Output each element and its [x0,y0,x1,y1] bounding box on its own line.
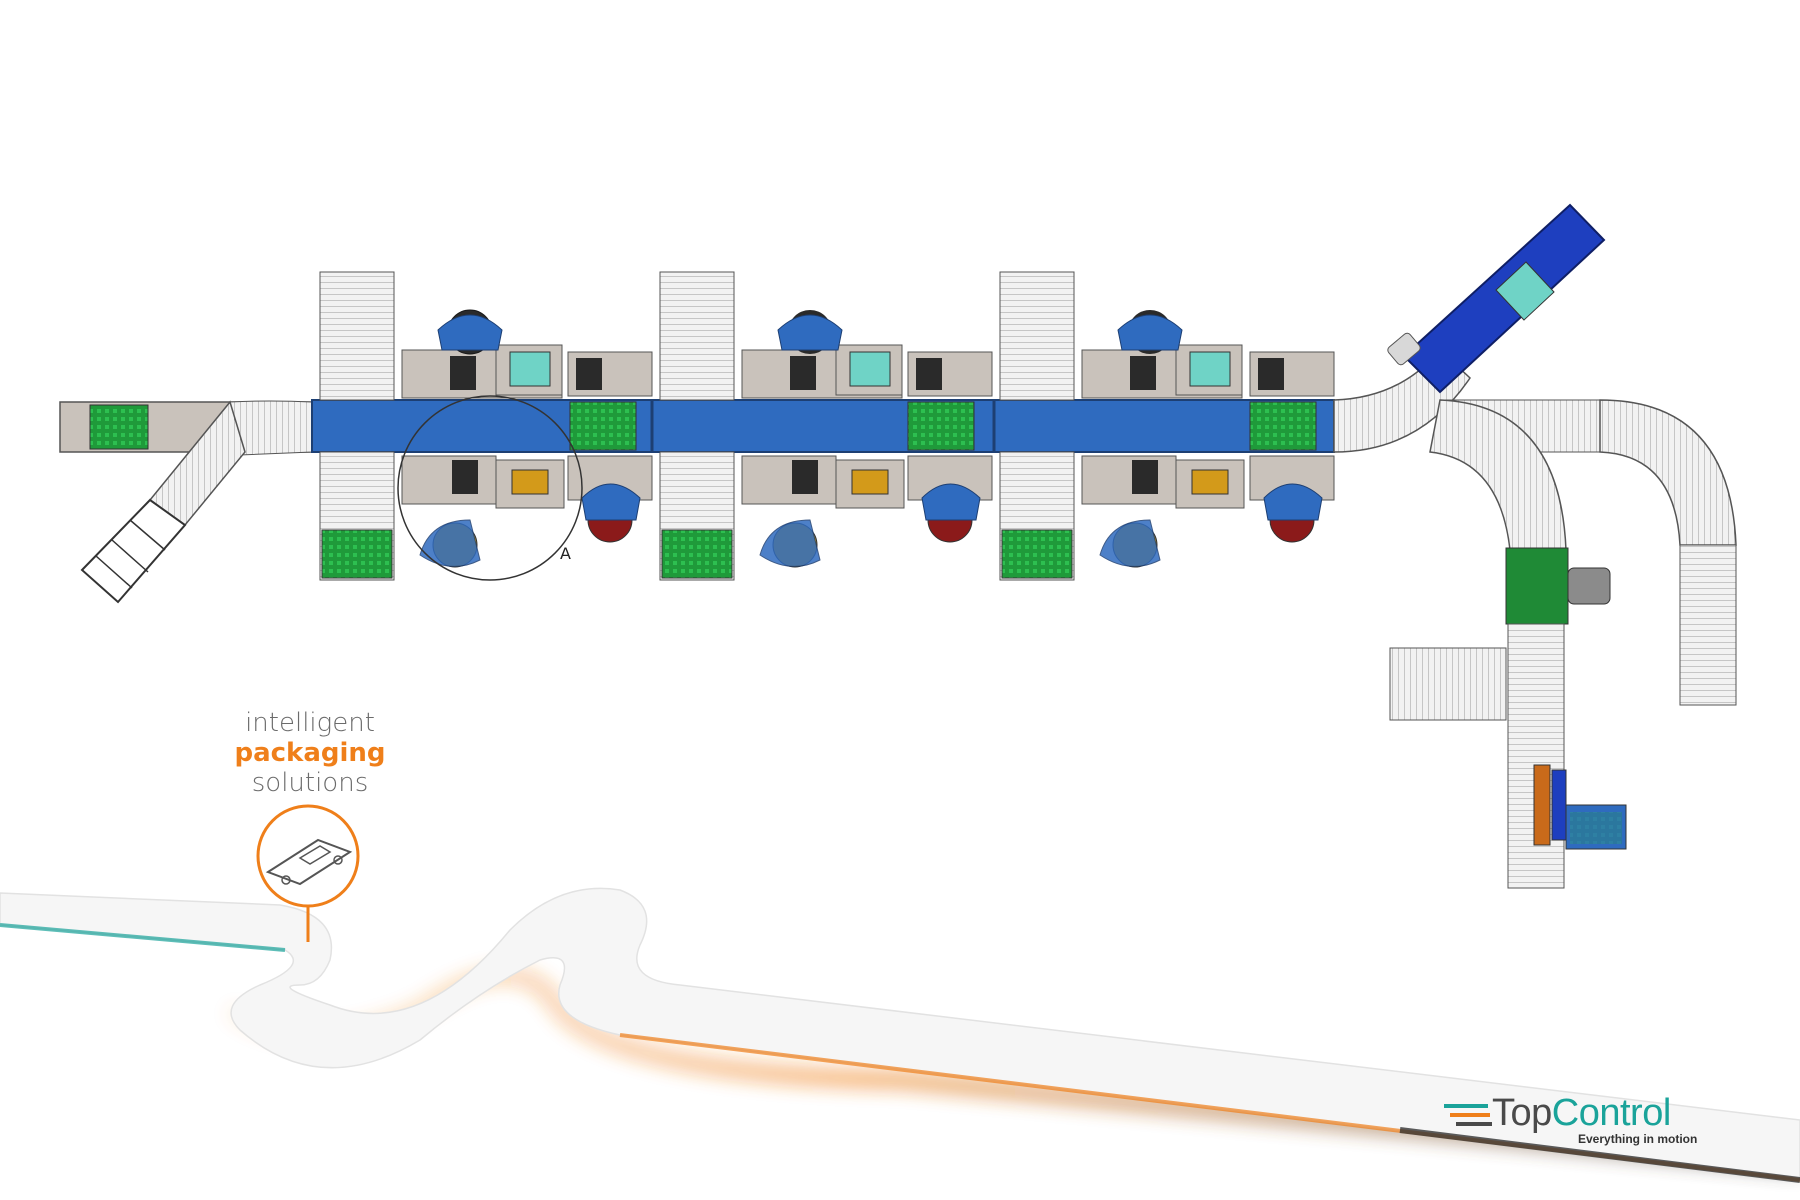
infeed-section [59,400,313,604]
outfeed-section [1333,203,1737,889]
tagline-line-1: intelligent [245,708,375,738]
brand-logo-mark [1444,1104,1492,1126]
tagline: intelligent packaging solutions [200,708,420,798]
brand-name-part-2: Control [1551,1092,1672,1134]
reach-circle [397,395,583,581]
conveyor-icon [256,804,360,942]
main-conveyor [311,399,1335,453]
tagline-line-2: packaging [234,738,386,768]
brand-name: TopControl [1492,1092,1671,1135]
decorative-ribbon [0,887,1800,1183]
station-module-3 [999,271,1335,581]
tagline-line-3: solutions [251,768,369,798]
station-module-1 [319,271,653,581]
station-module-2 [659,271,993,581]
brand-slogan: Everything in motion [1578,1132,1698,1146]
marker-label: A [560,544,571,563]
brand-name-part-1: Top [1492,1092,1552,1134]
